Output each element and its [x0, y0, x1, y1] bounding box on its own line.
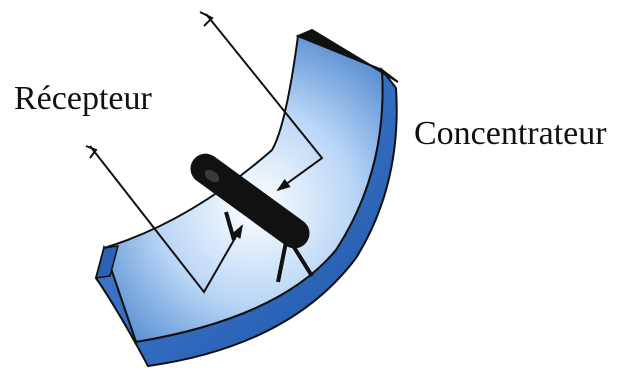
ray-top-entry-arrow — [200, 12, 212, 26]
receiver-label: Récepteur — [14, 82, 152, 116]
concentrator-label: Concentrateur — [414, 117, 607, 151]
ray-left-entry-arrow — [86, 146, 96, 158]
